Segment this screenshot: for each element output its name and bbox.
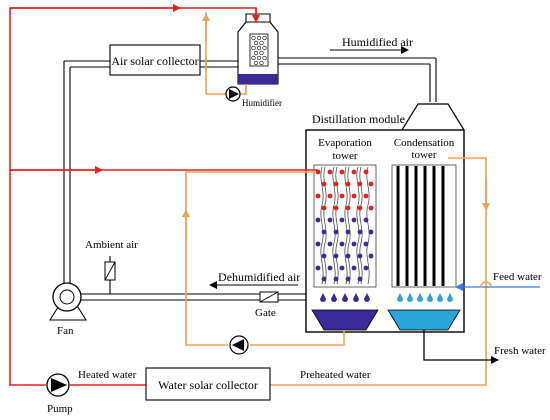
module-air-inlet-hood [401, 103, 465, 131]
air-solar-collector [109, 44, 201, 76]
condensation-tray [387, 309, 461, 331]
water-solar-collector [145, 367, 271, 401]
evaporation-tower-label-2: tower [332, 150, 357, 162]
fan-label: Fan [57, 325, 74, 337]
evaporation-tower-label-1: Evaporation [318, 137, 372, 149]
ambient-air-label: Ambient air [85, 239, 138, 251]
feed-water-label: Feed water [493, 271, 542, 283]
preheated-water-label: Preheated water [300, 369, 371, 381]
humidified-air-label: Humidified air [342, 35, 413, 49]
falling-brine-drops [320, 293, 370, 302]
ambient-air-inlet [104, 256, 116, 294]
air-solar-collector-label: Air solar collector [111, 54, 198, 68]
humidifier [237, 13, 279, 85]
humidifier-sump [238, 74, 278, 84]
condensation-tower-label-1: Condensation [394, 137, 455, 149]
humidifier-pump [225, 86, 241, 102]
evaporation-packing [320, 166, 370, 285]
condensation-tubes [396, 166, 445, 286]
hot-water-droplets [315, 169, 374, 211]
evaporation-tray [311, 309, 379, 331]
condensation-tower-label-2: tower [411, 149, 436, 161]
brine-pump [229, 335, 249, 355]
gate-label: Gate [255, 307, 276, 319]
fresh-water-label: Fresh water [494, 345, 546, 357]
cooled-water-droplets [315, 217, 374, 282]
fan [49, 282, 87, 321]
dehumidified-air-label: Dehumidified air [218, 270, 300, 284]
condensate-drops [397, 293, 453, 302]
water-solar-collector-label: Water solar collector [158, 378, 258, 392]
heated-water-label: Heated water [78, 369, 137, 381]
main-pump [46, 373, 70, 397]
fresh-water-line [423, 330, 499, 364]
pump-label: Pump [47, 403, 73, 415]
feed-water-crossover [480, 281, 492, 288]
humidifier-packing [251, 35, 267, 66]
distillation-module-label: Distillation module [312, 112, 405, 126]
gate [259, 291, 279, 303]
humidifier-label: Humidifier [242, 98, 282, 108]
